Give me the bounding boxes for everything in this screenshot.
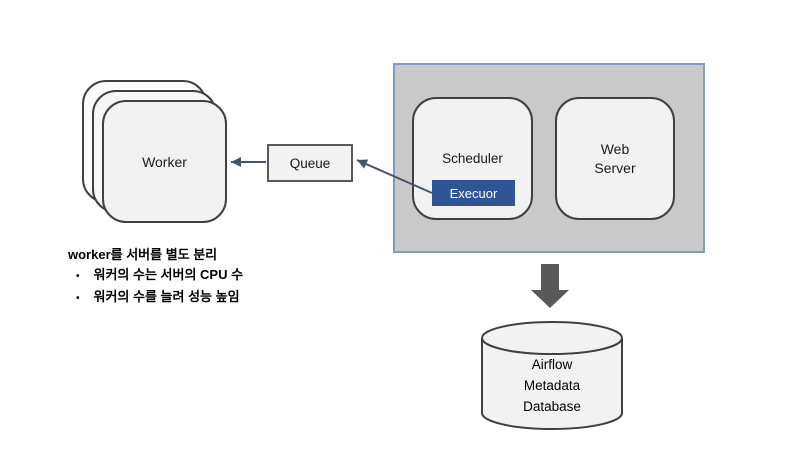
database-label: Airflow Metadata Database xyxy=(523,357,581,414)
queue-label: Queue xyxy=(289,155,331,171)
web-server-label: Web Server xyxy=(594,140,636,176)
worker-node: Worker xyxy=(102,100,227,223)
bullet-icon: • xyxy=(76,271,80,282)
note-text: 워커의 수는 서버의 CPU 수 xyxy=(93,267,244,282)
note-text: 워커의 수를 늘려 성능 높임 xyxy=(93,289,240,304)
executor-node: Execuor xyxy=(432,180,515,206)
scheduler-label: Scheduler xyxy=(442,151,503,166)
web-server-node: Web Server xyxy=(555,97,675,220)
notes-block: worker를 서버를 별도 분리 • 워커의 수는 서버의 CPU 수 • 워… xyxy=(68,245,243,309)
notes-title: worker를 서버를 별도 분리 xyxy=(68,247,218,262)
note-item: • 워커의 수를 늘려 성능 높임 xyxy=(68,287,243,309)
worker-label: Worker xyxy=(142,153,187,170)
note-item: • 워커의 수는 서버의 CPU 수 xyxy=(68,265,243,287)
block-arrow-down xyxy=(531,264,569,308)
queue-node: Queue xyxy=(267,144,353,182)
bullet-icon: • xyxy=(76,293,80,304)
executor-label: Execuor xyxy=(449,185,498,201)
